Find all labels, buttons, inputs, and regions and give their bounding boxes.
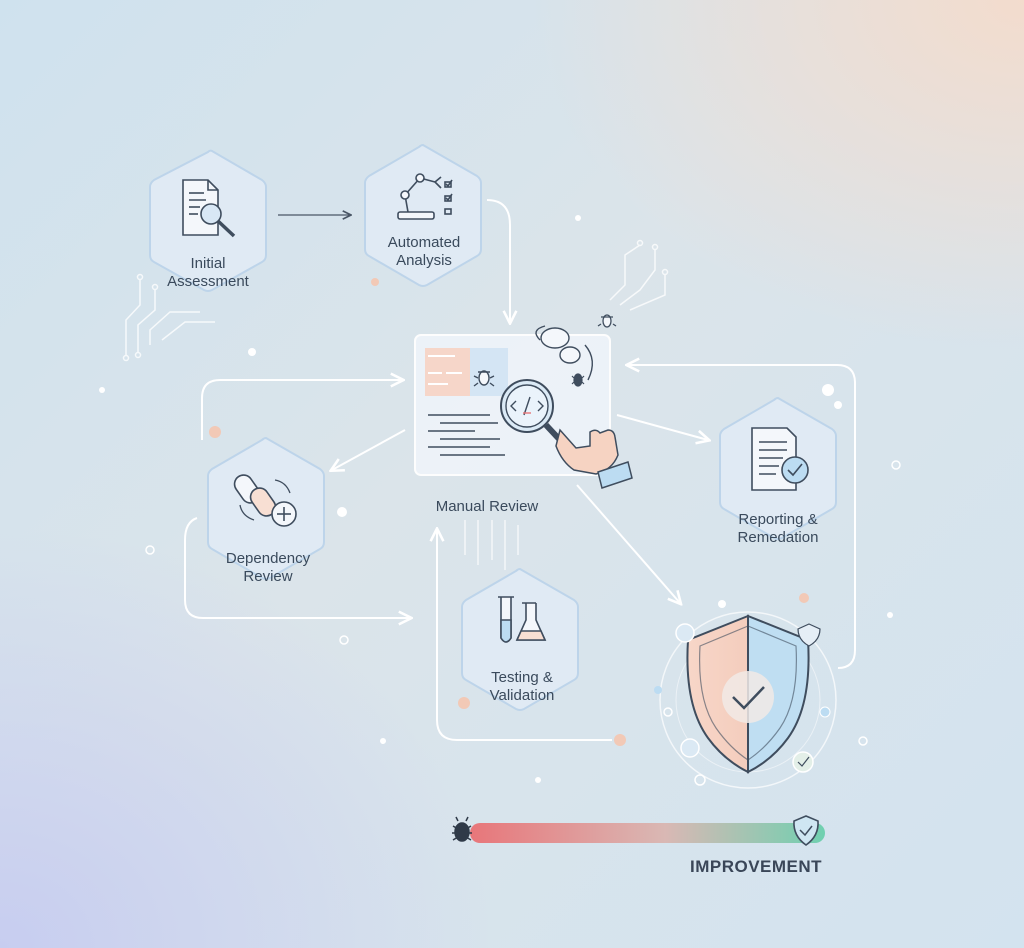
magnifier-code-icon — [500, 379, 563, 443]
label-manual-review: Manual Review — [435, 498, 539, 515]
label-dependency-line1: Dependency — [225, 550, 311, 567]
node-initial-assessment — [149, 149, 267, 292]
label-automated-analysis: Automated Analysis — [354, 234, 494, 270]
node-reporting-remediation — [719, 396, 837, 540]
label-reporting-remediation: Reporting & Remedation — [708, 511, 848, 547]
chain-link-plus-icon — [233, 474, 297, 527]
document-search-icon — [182, 179, 236, 238]
node-automated-analysis — [364, 143, 482, 287]
node-dependency-review — [207, 436, 325, 580]
improvement-bar — [452, 815, 825, 846]
shield-check-icon — [793, 815, 819, 846]
node-testing-validation — [461, 567, 579, 711]
connector-manual-to-reporting — [616, 414, 708, 440]
orbit-nodes — [654, 600, 831, 786]
connector-manual-to-dependency — [332, 429, 406, 470]
improvement-label: IMPROVEMENT — [690, 857, 823, 876]
label-dependency-line2: Review — [243, 568, 293, 585]
label-reporting-line1: Reporting & — [738, 511, 818, 528]
connector-automated-to-manual — [486, 199, 510, 322]
security-shield — [654, 600, 837, 789]
label-automated-line1: Automated — [387, 234, 461, 251]
report-check-icon — [751, 427, 809, 491]
bug-icon-3 — [597, 314, 617, 328]
network-cluster-icon — [535, 325, 593, 381]
label-initial-line1: Initial — [190, 255, 226, 272]
connector-dependency-loop — [184, 380, 410, 618]
label-testing-line1: Testing & — [491, 669, 553, 686]
robot-arm-icon — [397, 173, 453, 220]
hand-pointer-icon — [555, 428, 633, 489]
label-automated-line2: Analysis — [396, 252, 452, 269]
connector-shield-to-manual — [628, 365, 856, 669]
label-testing-line2: Validation — [489, 687, 555, 704]
label-testing-validation: Testing & Validation — [452, 669, 592, 705]
circuit-decoration-bottom — [464, 520, 519, 570]
circuit-decoration-left — [122, 273, 215, 362]
label-initial-assessment: Initial Assessment — [138, 255, 278, 291]
bug-icon-2 — [571, 373, 585, 387]
node-manual-review — [414, 314, 633, 489]
bug-icon — [473, 370, 495, 387]
label-dependency-review: Dependency Review — [198, 550, 338, 586]
label-reporting-line2: Remedation — [737, 529, 819, 546]
bug-icon-bar — [452, 816, 472, 842]
connector-manual-to-shield — [576, 484, 680, 603]
connector-testing-loop — [437, 530, 612, 741]
label-initial-line2: Assessment — [167, 273, 249, 290]
circuit-decoration-right — [609, 239, 669, 311]
checkmark-icon — [732, 686, 765, 710]
test-tube-flask-icon — [498, 596, 547, 643]
